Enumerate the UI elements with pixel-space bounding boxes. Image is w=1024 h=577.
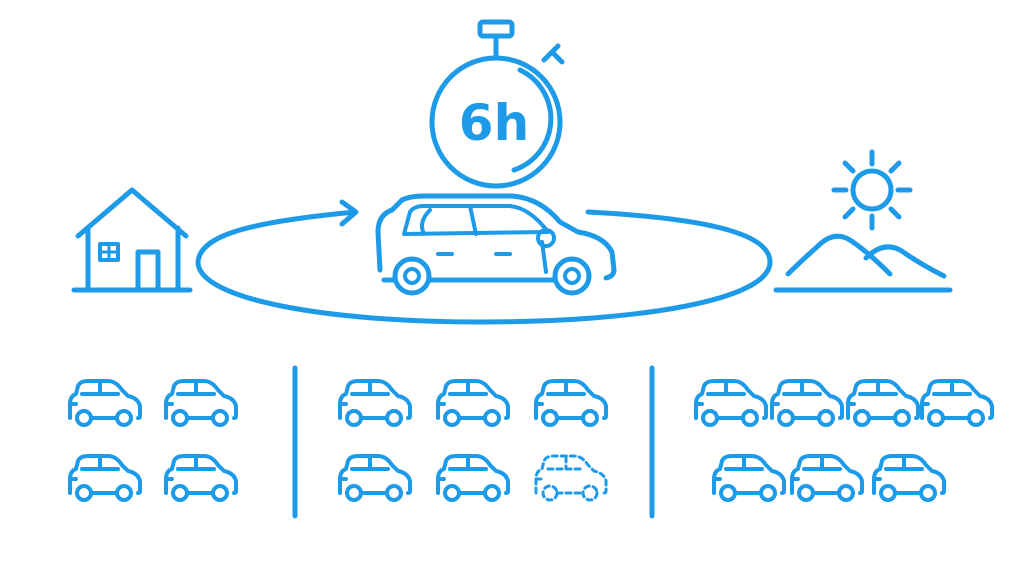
car-group-2: [338, 379, 608, 502]
small-car-icon: [920, 379, 994, 427]
small-car-icon: [436, 454, 510, 502]
small-car-icon: [712, 454, 786, 502]
small-car-icon: [872, 454, 946, 502]
small-car-icon: [68, 379, 142, 427]
small-car-icon: [534, 379, 608, 427]
car-group-1: [68, 379, 238, 502]
small-car-icon: [790, 454, 864, 502]
dashed-car-icon: [534, 454, 608, 502]
house-icon: [71, 187, 193, 293]
small-car-icon: [164, 454, 238, 502]
sun-mountains-icon: [773, 149, 953, 293]
small-car-icon: [338, 454, 412, 502]
car-icon: [375, 193, 617, 296]
small-car-icon: [436, 379, 510, 427]
stopwatch-icon: 6h: [429, 19, 565, 189]
small-car-icon: [846, 379, 920, 427]
timer-label: 6h: [459, 94, 529, 152]
small-car-icon: [770, 379, 844, 427]
small-car-icon: [68, 454, 142, 502]
small-car-icon: [694, 379, 768, 427]
small-car-icon: [338, 379, 412, 427]
car-group-3: [694, 379, 994, 502]
small-car-icon: [164, 379, 238, 427]
round-trip-arrow-icon: [195, 199, 773, 325]
